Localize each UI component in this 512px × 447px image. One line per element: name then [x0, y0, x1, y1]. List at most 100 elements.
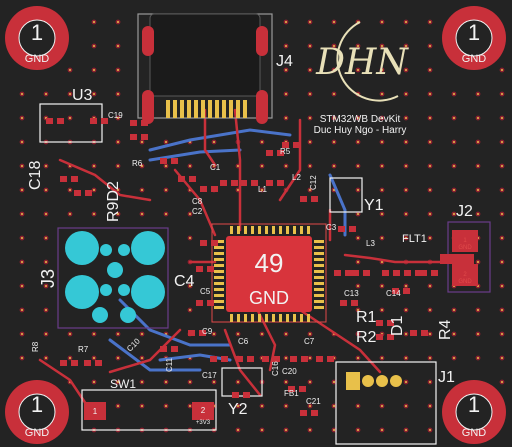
- via-drill: [309, 117, 311, 119]
- via-drill: [501, 93, 503, 95]
- j2-pin2-label: 2: [463, 272, 467, 278]
- via-drill: [117, 45, 119, 47]
- via-drill: [93, 381, 95, 383]
- smd-pad: [85, 190, 92, 196]
- via-drill: [21, 309, 23, 311]
- mcu-pin: [314, 300, 324, 303]
- smd-pad: [293, 142, 300, 148]
- via-drill: [45, 357, 47, 359]
- mounting-hole-top-left: 1 GND: [5, 6, 69, 70]
- via-drill: [21, 189, 23, 191]
- mounting-hole-top-right: 1 GND: [442, 6, 506, 70]
- ref-c5: C5: [200, 287, 211, 296]
- via-drill: [165, 213, 167, 215]
- via-drill: [381, 309, 383, 311]
- usb-pin: [180, 100, 184, 118]
- sw1-pin2-net: +3V3: [196, 420, 211, 426]
- smd-pad: [376, 334, 383, 340]
- via-drill: [21, 141, 23, 143]
- smd-pad: [171, 346, 178, 352]
- ref-c19: C19: [108, 111, 123, 120]
- ref-c12: C12: [309, 175, 318, 190]
- via-drill: [141, 165, 143, 167]
- via-drill: [261, 141, 263, 143]
- via-drill: [141, 189, 143, 191]
- smd-pad: [382, 270, 389, 276]
- via-drill: [357, 117, 359, 119]
- j2-pin1-net: GND: [458, 245, 472, 251]
- ref-sw1: SW1: [110, 377, 136, 391]
- via-drill: [357, 333, 359, 335]
- via-drill: [357, 405, 359, 407]
- via-drill: [285, 429, 287, 431]
- via-drill: [477, 189, 479, 191]
- via-drill: [141, 405, 143, 407]
- smd-pad: [199, 330, 206, 336]
- via-drill: [405, 21, 407, 23]
- ref-j3: J3: [38, 269, 58, 288]
- via-drill: [285, 405, 287, 407]
- usb-pin: [201, 100, 205, 118]
- usb-pin: [208, 100, 212, 118]
- ref-fb1: FB1: [284, 389, 299, 398]
- via-drill: [405, 405, 407, 407]
- smd-pad: [311, 196, 318, 202]
- via-drill: [357, 165, 359, 167]
- smd-pad: [57, 118, 64, 124]
- via-drill: [381, 69, 383, 71]
- via-drill: [333, 189, 335, 191]
- smd-pad: [240, 180, 247, 186]
- smd-pad: [410, 330, 417, 336]
- via-drill: [21, 213, 23, 215]
- j2-pin1-label: 1: [463, 238, 467, 244]
- smd-pad: [160, 346, 167, 352]
- mcu-pin: [251, 226, 254, 234]
- via-drill: [357, 285, 359, 287]
- via-drill: [429, 213, 431, 215]
- via-drill: [69, 357, 71, 359]
- via-drill: [453, 141, 455, 143]
- via-drill: [333, 117, 335, 119]
- mcu-pin: [286, 314, 289, 322]
- smd-pad: [46, 118, 53, 124]
- via-drill: [501, 381, 503, 383]
- via-drill: [285, 117, 287, 119]
- ref-c21: C21: [306, 397, 321, 406]
- mcu-pad-net: GND: [249, 288, 289, 308]
- via-drill: [261, 189, 263, 191]
- via-drill: [45, 165, 47, 167]
- via-drill: [261, 405, 263, 407]
- mcu-pin: [307, 226, 310, 234]
- via-drill: [501, 261, 503, 263]
- mcu-pin: [314, 306, 324, 309]
- mcu-pin: [307, 314, 310, 322]
- logo-text: DHN: [315, 42, 409, 83]
- via-drill: [477, 117, 479, 119]
- smd-pad: [266, 180, 273, 186]
- smd-pad: [210, 356, 217, 362]
- via-drill: [285, 165, 287, 167]
- via-drill: [285, 333, 287, 335]
- hole-net-name: GND: [25, 53, 50, 65]
- via-drill: [357, 429, 359, 431]
- ref-c14: C14: [386, 289, 401, 298]
- mcu-pin: [314, 276, 324, 279]
- via-drill: [501, 285, 503, 287]
- ref-r8: R8: [31, 341, 40, 352]
- via-drill: [405, 333, 407, 335]
- ref-u3: U3: [72, 87, 93, 104]
- smd-pad: [363, 270, 370, 276]
- via-drill: [141, 141, 143, 143]
- via-drill: [309, 333, 311, 335]
- usb-pin: [243, 100, 247, 118]
- mcu-pin: [258, 226, 261, 234]
- via-drill: [429, 309, 431, 311]
- usb-pin: [229, 100, 233, 118]
- smd-pad: [288, 386, 295, 392]
- via-drill: [93, 213, 95, 215]
- via-drill: [141, 381, 143, 383]
- smd-pad: [349, 226, 356, 232]
- mcu-pin: [314, 240, 324, 243]
- smd-pad: [327, 356, 334, 362]
- via-drill: [285, 93, 287, 95]
